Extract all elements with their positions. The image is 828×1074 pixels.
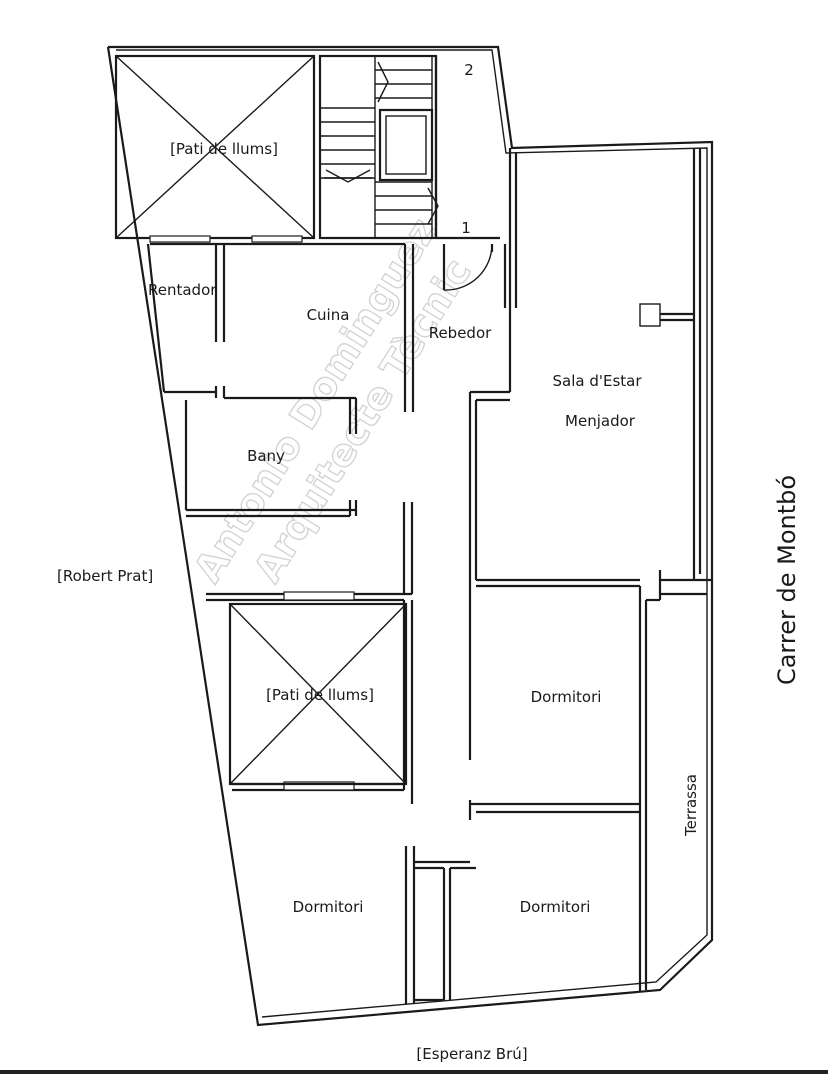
room-label-pati-mid: [Pati de llums] — [266, 686, 374, 704]
light-well-top — [114, 54, 316, 243]
room-label-rebedor: Rebedor — [429, 324, 492, 342]
room-label-rentador: Rentador — [148, 281, 217, 299]
room-label-sala-estar: Sala d'Estar — [552, 372, 642, 390]
room-label-dormitori-3: Dormitori — [520, 898, 591, 916]
street-label-bottom: [Esperanz Brú] — [416, 1045, 527, 1063]
light-well-middle — [228, 602, 408, 786]
room-label-dormitori-1: Dormitori — [531, 688, 602, 706]
bottom-divider — [0, 1070, 828, 1074]
room-label-menjador: Menjador — [565, 412, 636, 430]
staircase — [318, 54, 500, 240]
street-label-left: [Robert Prat] — [57, 567, 153, 585]
entrance-door — [442, 243, 507, 308]
room-label-cuina: Cuina — [307, 306, 350, 324]
room-label-dormitori-2: Dormitori — [293, 898, 364, 916]
building-outline — [106, 45, 714, 1027]
room-label-terrassa: Terrassa — [682, 774, 700, 837]
stair-mark-bottom: 1 — [461, 219, 471, 237]
stair-mark-top: 2 — [464, 61, 474, 79]
watermark: Antonio Dominguez Arquitecte Tècnic — [185, 210, 481, 590]
room-label-bany: Bany — [247, 447, 285, 465]
street-label-right: Carrer de Montbó — [773, 475, 801, 685]
interior-walls — [146, 148, 712, 1004]
room-label-pati-top: [Pati de llums] — [170, 140, 278, 158]
